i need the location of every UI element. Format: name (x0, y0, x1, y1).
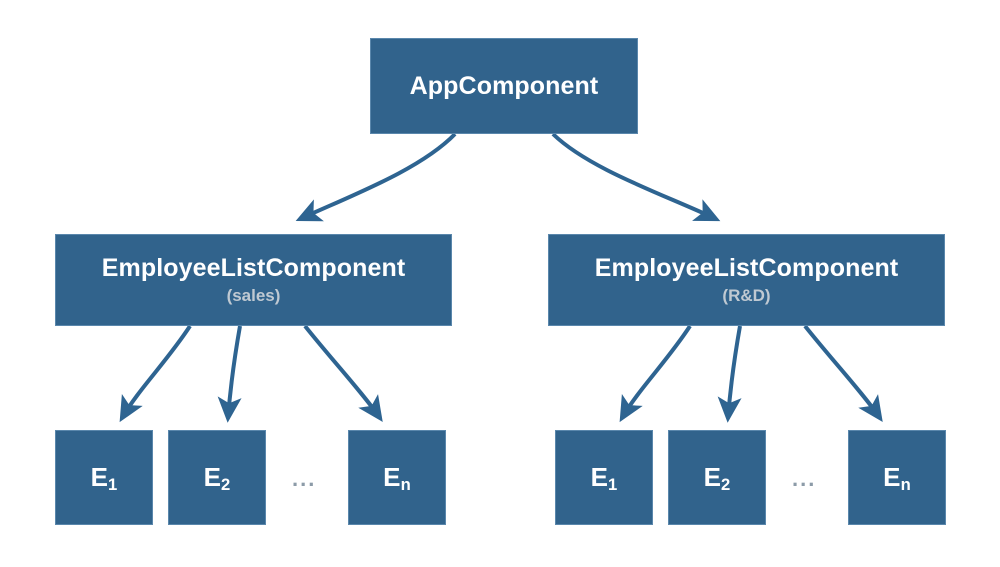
node-employee-list-sales-label: EmployeeListComponent (101, 254, 406, 283)
leaf-base: E (703, 461, 722, 492)
node-sales-employee-n[interactable]: En (348, 430, 446, 525)
edge-app-to-rnd (551, 132, 721, 222)
node-employee-list-rnd[interactable]: EmployeeListComponent (R&D) (548, 234, 945, 326)
node-rnd-employee-n-label: En (883, 461, 911, 495)
node-rnd-employee-2-label: E2 (703, 461, 731, 495)
sales-leaves-ellipsis: ... (292, 466, 317, 491)
leaf-base: E (203, 461, 222, 492)
edge-rnd-to-e2 (717, 325, 742, 423)
leaf-subscript: 2 (721, 475, 731, 495)
node-rnd-employee-1-label: E1 (590, 461, 618, 495)
leaf-subscript: n (400, 475, 411, 495)
node-app-component[interactable]: AppComponent (370, 38, 638, 134)
node-rnd-employee-2[interactable]: E2 (668, 430, 766, 525)
leaf-subscript: 2 (221, 475, 231, 495)
node-rnd-employee-n[interactable]: En (848, 430, 946, 525)
edge-rnd-to-en (803, 324, 883, 422)
leaf-base: E (90, 461, 109, 492)
edge-rnd-to-e1 (619, 324, 692, 423)
node-sales-employee-2-label: E2 (203, 461, 231, 495)
leaf-base: E (883, 461, 901, 492)
node-sales-employee-2[interactable]: E2 (168, 430, 266, 525)
leaf-subscript: n (900, 475, 911, 495)
node-employee-list-rnd-sublabel: (R&D) (722, 286, 771, 306)
edge-sales-to-e1 (119, 324, 192, 423)
leaf-base: E (383, 461, 401, 492)
node-sales-employee-n-label: En (383, 461, 411, 495)
edge-sales-to-en (303, 324, 383, 422)
leaf-subscript: 1 (608, 475, 618, 495)
node-employee-list-sales-sublabel: (sales) (226, 286, 281, 306)
node-app-component-label: AppComponent (409, 71, 599, 100)
node-sales-employee-1-label: E1 (90, 461, 118, 495)
node-rnd-employee-1[interactable]: E1 (555, 430, 653, 525)
edge-app-to-sales (295, 132, 457, 222)
rnd-leaves-ellipsis: ... (792, 466, 817, 491)
node-employee-list-rnd-label: EmployeeListComponent (594, 254, 899, 283)
node-sales-employee-1[interactable]: E1 (55, 430, 153, 525)
node-employee-list-sales[interactable]: EmployeeListComponent (sales) (55, 234, 452, 326)
leaf-base: E (590, 461, 609, 492)
edge-sales-to-e2 (217, 325, 242, 423)
leaf-subscript: 1 (108, 475, 118, 495)
